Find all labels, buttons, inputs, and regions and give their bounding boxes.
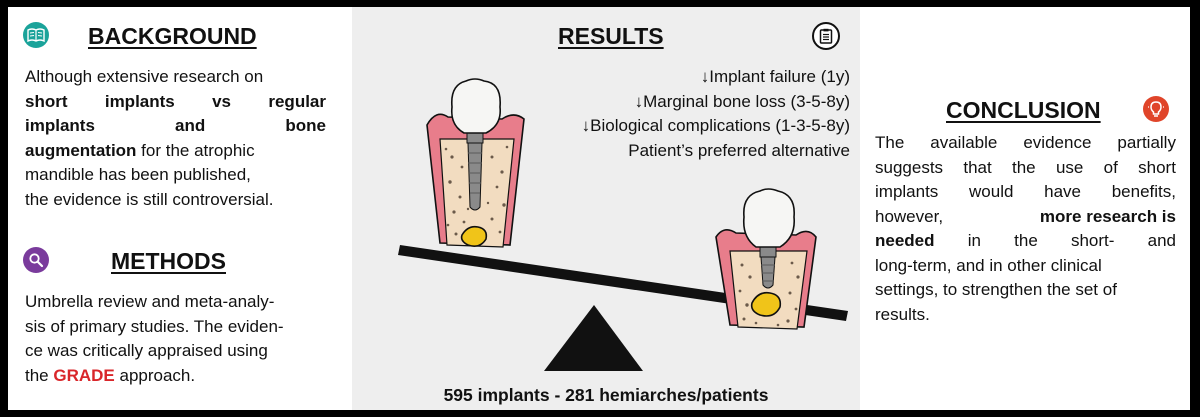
text-run: sis of primary studies. The eviden-: [25, 316, 284, 336]
text-run: needed: [875, 231, 935, 250]
text-run: suggests: [875, 157, 944, 177]
infographic-panel: BACKGROUND Although extensive research o…: [8, 7, 1190, 410]
results-list: ↓Implant failure (1y) ↓Marginal bone loss…: [582, 65, 850, 163]
text-run: more research is: [1039, 206, 1176, 226]
text-run: results.: [875, 304, 930, 324]
text-run: approach.: [114, 365, 196, 385]
text-run: partially: [1117, 133, 1176, 152]
methods-text-line: the GRADE approach.: [25, 364, 326, 389]
conclusion-text-line: The available evidence partially: [875, 131, 1176, 156]
text-run: mandible has been published,: [25, 165, 251, 184]
text-run: GRADE: [53, 365, 115, 385]
text-run: short: [1138, 157, 1176, 177]
conclusion-text-line: however, more research is: [875, 205, 1176, 230]
clipboard-icon: [812, 22, 840, 50]
results-footer: 595 implants - 281 hemiarches/patients: [443, 385, 769, 405]
results-heading: RESULTS: [558, 23, 664, 49]
text-run: ce was critically appraised using: [25, 341, 268, 360]
text-run: implants: [875, 182, 939, 201]
text-run: of: [1103, 157, 1118, 177]
text-run: The: [875, 133, 905, 152]
results-item: Patient’s preferred alternative: [628, 140, 850, 160]
text-run: Although extensive research on: [25, 67, 264, 86]
text-run: the: [25, 365, 54, 385]
text-run: short: [25, 91, 68, 111]
text-run: augmentation: [25, 140, 137, 160]
results-panel: RESULTS: [352, 7, 860, 410]
text-run: the evidence is still controversial.: [25, 189, 274, 209]
text-run: use: [1055, 157, 1084, 177]
conclusion-heading: CONCLUSION: [946, 97, 1101, 123]
text-run: and: [1147, 231, 1176, 250]
conclusion-text-line: implants would have benefits,: [875, 180, 1176, 205]
conclusion-text-line: results.: [875, 303, 1176, 328]
text-run: the: [1012, 157, 1036, 177]
text-run: and: [175, 116, 206, 135]
methods-text-line: Umbrella review and meta-analy-: [25, 290, 326, 315]
background-text-line: augmentation for the atrophic: [25, 139, 326, 164]
text-run: vs: [212, 91, 232, 111]
text-run: implants: [25, 116, 95, 135]
methods-text-line: sis of primary studies. The eviden-: [25, 315, 326, 340]
seesaw-fulcrum: [544, 305, 643, 371]
text-run: short-: [1070, 231, 1115, 250]
magnifier-icon: [23, 247, 49, 273]
text-run: that: [963, 157, 992, 177]
book-icon: [23, 22, 49, 48]
right-implant-illustration: [715, 188, 817, 330]
text-run: evidence: [1023, 133, 1092, 152]
conclusion-text-line: settings, to strengthen the set of: [875, 278, 1176, 303]
text-run: benefits,: [1111, 182, 1176, 201]
text-run: settings, to strengthen the set of: [875, 280, 1117, 299]
methods-heading: METHODS: [111, 248, 226, 274]
background-text: Although extensive research on short impla…: [25, 65, 326, 212]
methods-text-line: ce was critically appraised using: [25, 339, 326, 364]
results-item: ↓Implant failure (1y): [700, 67, 850, 86]
text-run: in: [967, 231, 981, 250]
seesaw-illustration: [398, 78, 848, 371]
text-run: bone: [285, 116, 326, 135]
background-text-line: mandible has been published,: [25, 163, 326, 188]
left-implant-illustration: [426, 78, 525, 248]
conclusion-text: The available evidence partially suggests tha…: [875, 131, 1176, 327]
text-run: available: [930, 133, 998, 152]
background-text-line: implants and bone: [25, 114, 326, 139]
text-run: for the atrophic: [136, 140, 255, 160]
results-item: ↓Biological complications (1-3-5-8y): [581, 116, 850, 135]
methods-text: Umbrella review and meta-analy-sis of pr…: [25, 290, 326, 388]
text-run: implants: [104, 91, 175, 111]
conclusion-text-line: needed in the short-and: [875, 229, 1176, 254]
background-text-line: Although extensive research on: [25, 65, 326, 90]
text-run: regular: [268, 91, 326, 111]
background-text-line: the evidence is still controversial.: [25, 188, 326, 213]
text-run: would: [969, 182, 1014, 201]
background-text-line: short implants vs regular: [25, 90, 326, 115]
conclusion-text-line: long-term, and in other clinical: [875, 254, 1176, 279]
results-item: ↓Marginal bone loss (3-5-8y): [634, 91, 850, 111]
text-run: however,: [875, 206, 944, 226]
text-run: long-term, and in other clinical: [875, 255, 1102, 275]
lightbulb-icon: [1143, 96, 1169, 122]
text-run: the: [1014, 231, 1038, 250]
text-run: have: [1044, 182, 1082, 201]
text-run: Umbrella review and meta-analy-: [25, 292, 275, 311]
background-heading: BACKGROUND: [88, 23, 257, 49]
